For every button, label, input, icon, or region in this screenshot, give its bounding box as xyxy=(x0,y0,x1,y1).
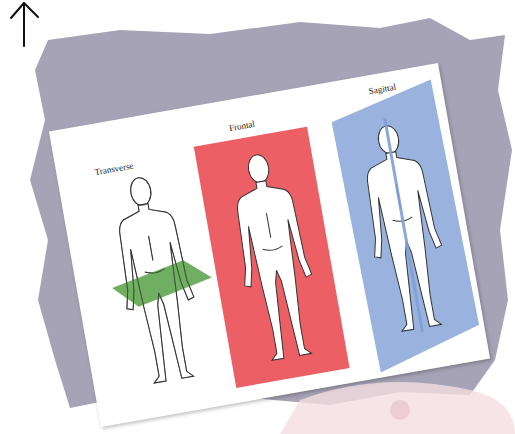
plane-label: Frontal xyxy=(228,120,255,133)
transverse-plane xyxy=(109,256,214,311)
sagittal-plane xyxy=(327,79,484,374)
plane-label: Sagittal xyxy=(368,83,397,97)
pink-dot xyxy=(390,400,410,420)
human-figure-outline xyxy=(105,172,208,386)
human-figure xyxy=(223,149,326,363)
frontal-plane xyxy=(194,127,350,388)
pink-wash xyxy=(280,382,515,434)
up-arrow xyxy=(11,3,38,46)
plane-label: Transverse xyxy=(94,162,134,178)
sagittal-cut xyxy=(385,118,423,332)
